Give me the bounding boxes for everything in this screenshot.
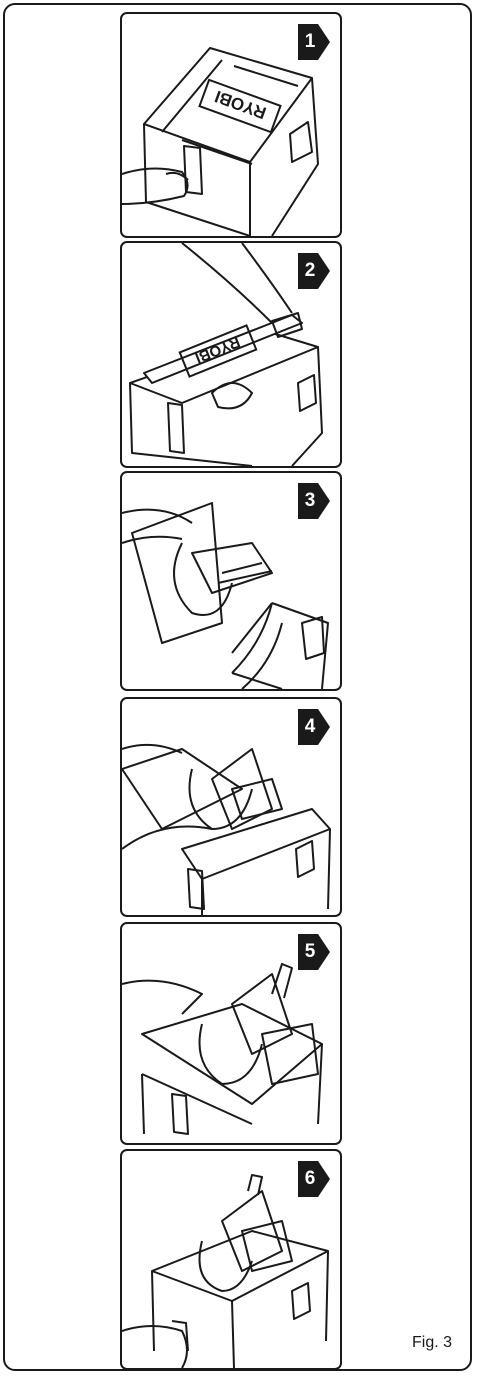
step-4-badge: 4 [296, 707, 332, 747]
step-4-panel: 4 [120, 697, 342, 917]
step-3-panel: 3 [120, 471, 342, 691]
step-number: 2 [300, 260, 320, 282]
step-1-panel: RYOBI 1 [120, 12, 342, 238]
step-number: 1 [300, 31, 320, 53]
step-5-panel: 5 [120, 922, 342, 1145]
step-number: 3 [300, 490, 320, 512]
step-6-badge: 6 [296, 1159, 332, 1199]
step-2-badge: 2 [296, 251, 332, 291]
step-number: 6 [300, 1168, 320, 1190]
step-6-panel: 6 [120, 1149, 342, 1370]
figure-label: Fig. 3 [412, 1334, 452, 1352]
step-2-panel: RYOBI 2 [120, 241, 342, 468]
step-number: 4 [300, 716, 320, 738]
step-3-badge: 3 [296, 481, 332, 521]
step-1-badge: 1 [296, 22, 332, 62]
step-number: 5 [300, 941, 320, 963]
step-5-badge: 5 [296, 932, 332, 972]
